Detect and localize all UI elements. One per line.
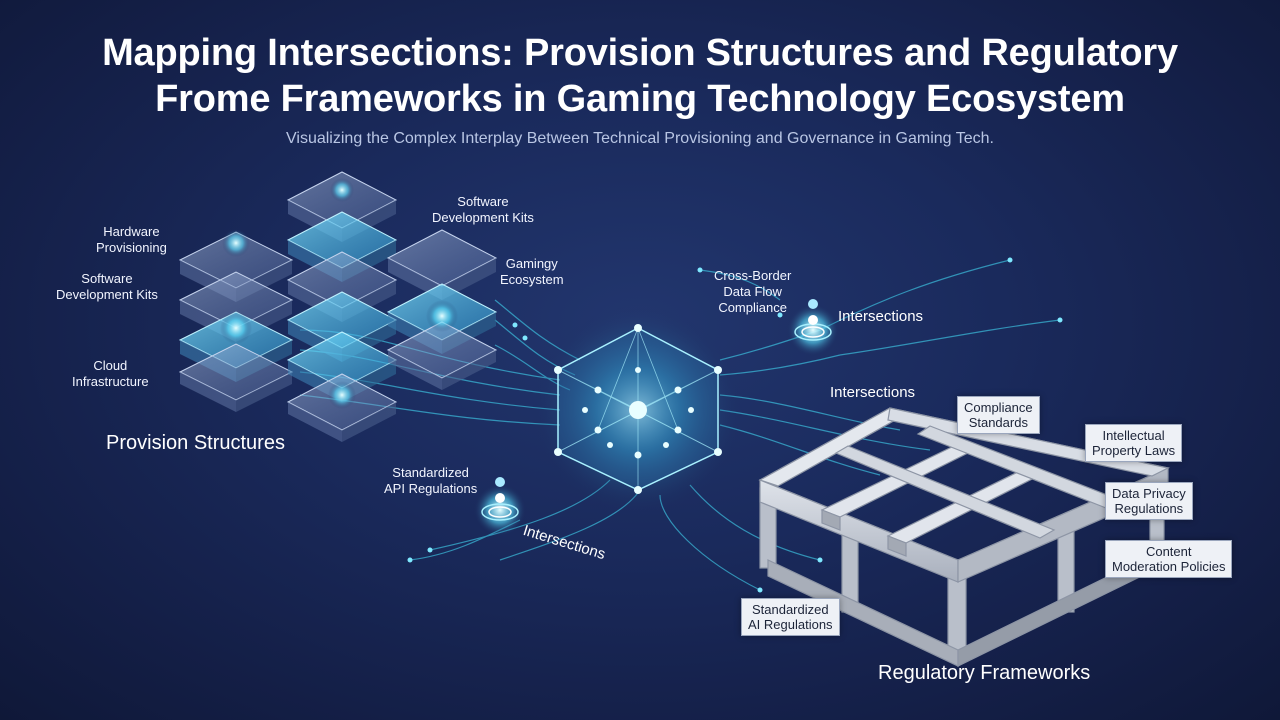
box-line: AI Regulations: [748, 617, 833, 632]
person-node-icon: [474, 477, 526, 536]
box-intellectual-property: Intellectual Property Laws: [1085, 424, 1183, 462]
box-line: Compliance: [964, 400, 1033, 415]
glowing-hub-cube: [533, 305, 743, 515]
label-line: Gamingy: [505, 256, 558, 271]
label-line: API Regulations: [384, 481, 478, 496]
box-line: Property Laws: [1092, 443, 1176, 458]
label-line: Development Kits: [56, 287, 158, 302]
label-api-regulations: Standardized API Regulations: [384, 465, 477, 497]
label-intersections-middle: Intersections: [830, 384, 916, 401]
label-line: Standardized: [392, 465, 469, 480]
provision-stack-right: [386, 229, 498, 390]
box-line: Data Privacy: [1112, 486, 1186, 501]
label-line: Infrastructure: [72, 374, 149, 389]
box-line: Content: [1145, 544, 1192, 559]
label-cross-border: Cross-Border Data Flow Compliance: [714, 268, 791, 316]
box-line: Moderation Policies: [1112, 559, 1226, 574]
label-hardware-provisioning: Hardware Provisioning: [96, 224, 167, 256]
label-line: Hardware: [103, 224, 160, 239]
slab: [386, 229, 498, 300]
label-sdk-left: Software Development Kits: [56, 271, 158, 303]
circuit-dots: [407, 257, 1063, 593]
label-line: Data Flow: [723, 284, 782, 299]
box-line: Standards: [968, 415, 1028, 430]
provision-stack-left: [178, 229, 294, 412]
person-node-icon: [787, 299, 839, 356]
label-line: Provisioning: [96, 240, 167, 255]
box-line: Standardized: [751, 602, 829, 617]
box-compliance-standards: Compliance Standards: [957, 396, 1040, 434]
label-line: Development Kits: [432, 210, 534, 225]
label-line: Ecosystem: [500, 272, 564, 287]
label-line: Compliance: [718, 300, 787, 315]
box-line: Regulations: [1114, 501, 1184, 516]
box-data-privacy: Data Privacy Regulations: [1105, 482, 1193, 520]
label-intersections-top-right: Intersections: [838, 308, 924, 325]
grid-frame-icon: [758, 407, 1170, 667]
section-title-regulatory: Regulatory Frameworks: [878, 662, 1091, 684]
section-title-provision: Provision Structures: [106, 432, 285, 454]
label-line: Software: [81, 271, 133, 286]
provision-stack-middle: [286, 171, 398, 442]
slab: [178, 343, 294, 412]
title-line-2: Frome Frameworks in Gaming Technology Ec…: [155, 78, 1125, 120]
box-line: Intellectual: [1102, 428, 1165, 443]
label-line: Cross-Border: [714, 268, 792, 283]
page-title: Mapping Intersections: Provision Structu…: [0, 30, 1280, 122]
box-content-moderation: Content Moderation Policies: [1105, 540, 1233, 578]
label-line: Software: [457, 194, 509, 209]
box-ai-regulations: Standardized AI Regulations: [741, 598, 840, 636]
label-sdk-top: Software Development Kits: [432, 194, 534, 226]
page-subtitle: Visualizing the Complex Interplay Betwee…: [286, 130, 994, 147]
slab: [386, 321, 498, 390]
label-cloud-infrastructure: Cloud Infrastructure: [72, 358, 149, 390]
label-gaming-ecosystem: Gamingy Ecosystem: [500, 256, 564, 288]
title-line-1: Mapping Intersections: Provision Structu…: [102, 32, 1178, 74]
label-line: Cloud: [93, 358, 128, 373]
